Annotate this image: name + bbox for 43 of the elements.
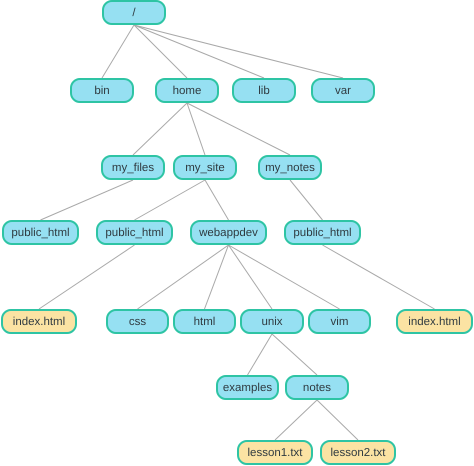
connector-line <box>228 244 340 310</box>
folder-node: examples <box>216 375 279 400</box>
folder-node: html <box>173 309 236 334</box>
connector-line <box>186 102 290 156</box>
connector-line <box>186 102 206 156</box>
folder-node: public_html <box>2 220 79 245</box>
folder-node: my_files <box>101 155 165 180</box>
connector-line <box>40 180 134 220</box>
connector-line <box>322 244 435 310</box>
folder-node: webappdev <box>190 220 267 245</box>
connector-line <box>247 334 272 376</box>
file-node: index.html <box>1 309 77 334</box>
connector-line <box>134 24 188 78</box>
folder-node: public_html <box>96 220 173 245</box>
file-node: lesson1.txt <box>237 440 313 465</box>
file-node: index.html <box>396 309 473 334</box>
folder-node: notes <box>285 375 349 400</box>
connector-line <box>316 400 358 440</box>
connector-line <box>290 180 323 220</box>
connector-line <box>134 24 264 78</box>
folder-node: my_notes <box>258 155 322 180</box>
folder-node: bin <box>70 78 134 103</box>
folder-node: public_html <box>284 220 361 245</box>
folder-node: var <box>311 78 375 103</box>
connector-line <box>38 244 135 310</box>
connector-line <box>204 180 229 220</box>
folder-node: unix <box>240 309 304 334</box>
connector-line <box>228 244 272 310</box>
folder-node: lib <box>232 78 296 103</box>
connector-line <box>132 102 188 156</box>
folder-node: css <box>106 309 169 334</box>
folder-node: vim <box>308 309 371 334</box>
folder-node: / <box>102 0 166 25</box>
connector-line <box>272 334 318 376</box>
folder-node: home <box>155 78 219 103</box>
connector-line <box>204 244 229 310</box>
connector-line <box>134 24 344 78</box>
connector-line <box>134 180 206 220</box>
connector-line <box>102 24 134 78</box>
folder-node: my_site <box>173 155 237 180</box>
connector-line <box>137 244 229 310</box>
file-node: lesson2.txt <box>320 440 396 465</box>
connector-line <box>274 400 318 440</box>
